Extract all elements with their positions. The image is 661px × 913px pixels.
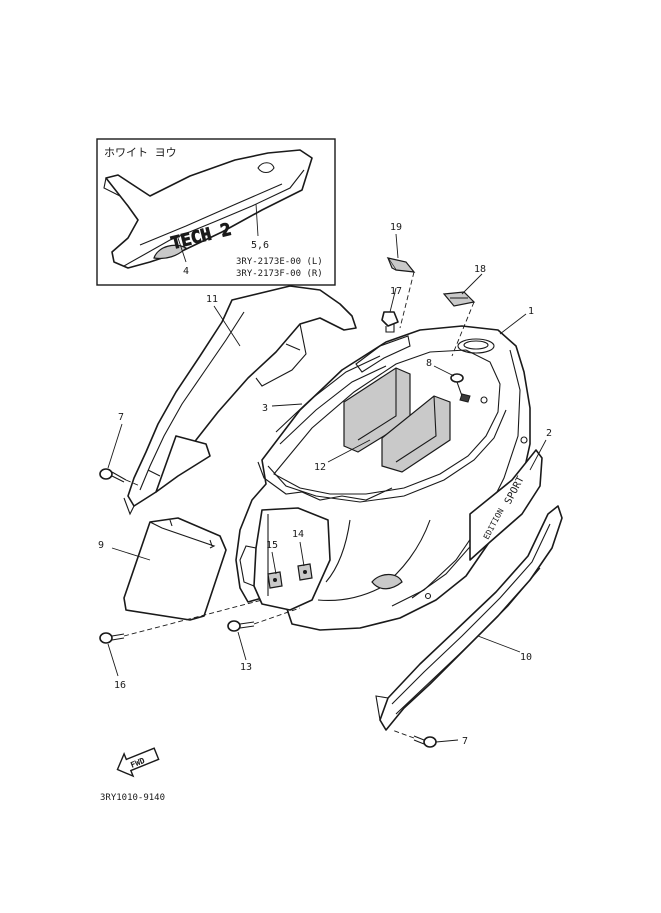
callout-16: 16 — [114, 680, 126, 691]
callout-3: 3 — [262, 403, 268, 414]
part-12-pads — [343, 367, 451, 473]
inset-box: ホワイト ヨウ TECH 2 4 5,6 3RY-2173E-00 (L) 3R… — [96, 138, 336, 286]
part-19-clip — [386, 257, 416, 273]
callout-7-right: 7 — [462, 736, 468, 747]
callout-14: 14 — [292, 529, 304, 540]
part-3-inner-frame — [257, 355, 393, 501]
part-11-side-rail — [123, 285, 357, 516]
callout-18: 18 — [474, 264, 486, 275]
callout-12: 12 — [314, 462, 326, 473]
callout-2: 2 — [546, 428, 552, 439]
inset-side-cover — [103, 149, 313, 269]
callout-5-6: 5,6 — [251, 240, 269, 251]
callout-9: 9 — [98, 540, 104, 551]
callout-1: 1 — [528, 306, 534, 317]
part-9-lid — [123, 517, 227, 621]
part-14-clip — [297, 563, 313, 581]
callout-8: 8 — [426, 358, 432, 369]
callout-13: 13 — [240, 662, 252, 673]
part-1-front-cover — [235, 325, 531, 631]
callout-15: 15 — [266, 540, 278, 551]
assembly-lines — [123, 271, 475, 739]
part-number-left: 3RY-2173E-00 (L) — [236, 257, 323, 267]
callout-17: 17 — [390, 286, 402, 297]
part-17-grommet — [381, 311, 399, 333]
inset-title: ホワイト ヨウ — [104, 146, 177, 159]
part-13-screw — [227, 620, 255, 632]
part-2-side-panel: SPORT EDITION — [469, 449, 543, 561]
part-number-right: 3RY-2173F-00 (R) — [236, 269, 323, 279]
part-10-lower-rail — [375, 505, 563, 731]
figure-code: 3RY1010-9140 — [100, 793, 165, 803]
callout-7-left: 7 — [118, 412, 124, 423]
part-7-screw-left — [99, 468, 127, 483]
part-15-clip — [267, 571, 283, 589]
callout-4: 4 — [183, 266, 189, 277]
callout-11: 11 — [206, 294, 218, 305]
part-7-screw-right — [413, 735, 437, 748]
callouts: 1 2 3 7 7 8 9 10 11 12 13 14 15 16 17 18… — [98, 222, 552, 747]
part-16-screw — [99, 632, 125, 644]
fwd-arrow-icon: FWD — [116, 747, 160, 778]
part-18-clip — [442, 291, 476, 307]
callout-19: 19 — [390, 222, 402, 233]
callout-10: 10 — [520, 652, 532, 663]
leader-lines — [107, 233, 547, 743]
